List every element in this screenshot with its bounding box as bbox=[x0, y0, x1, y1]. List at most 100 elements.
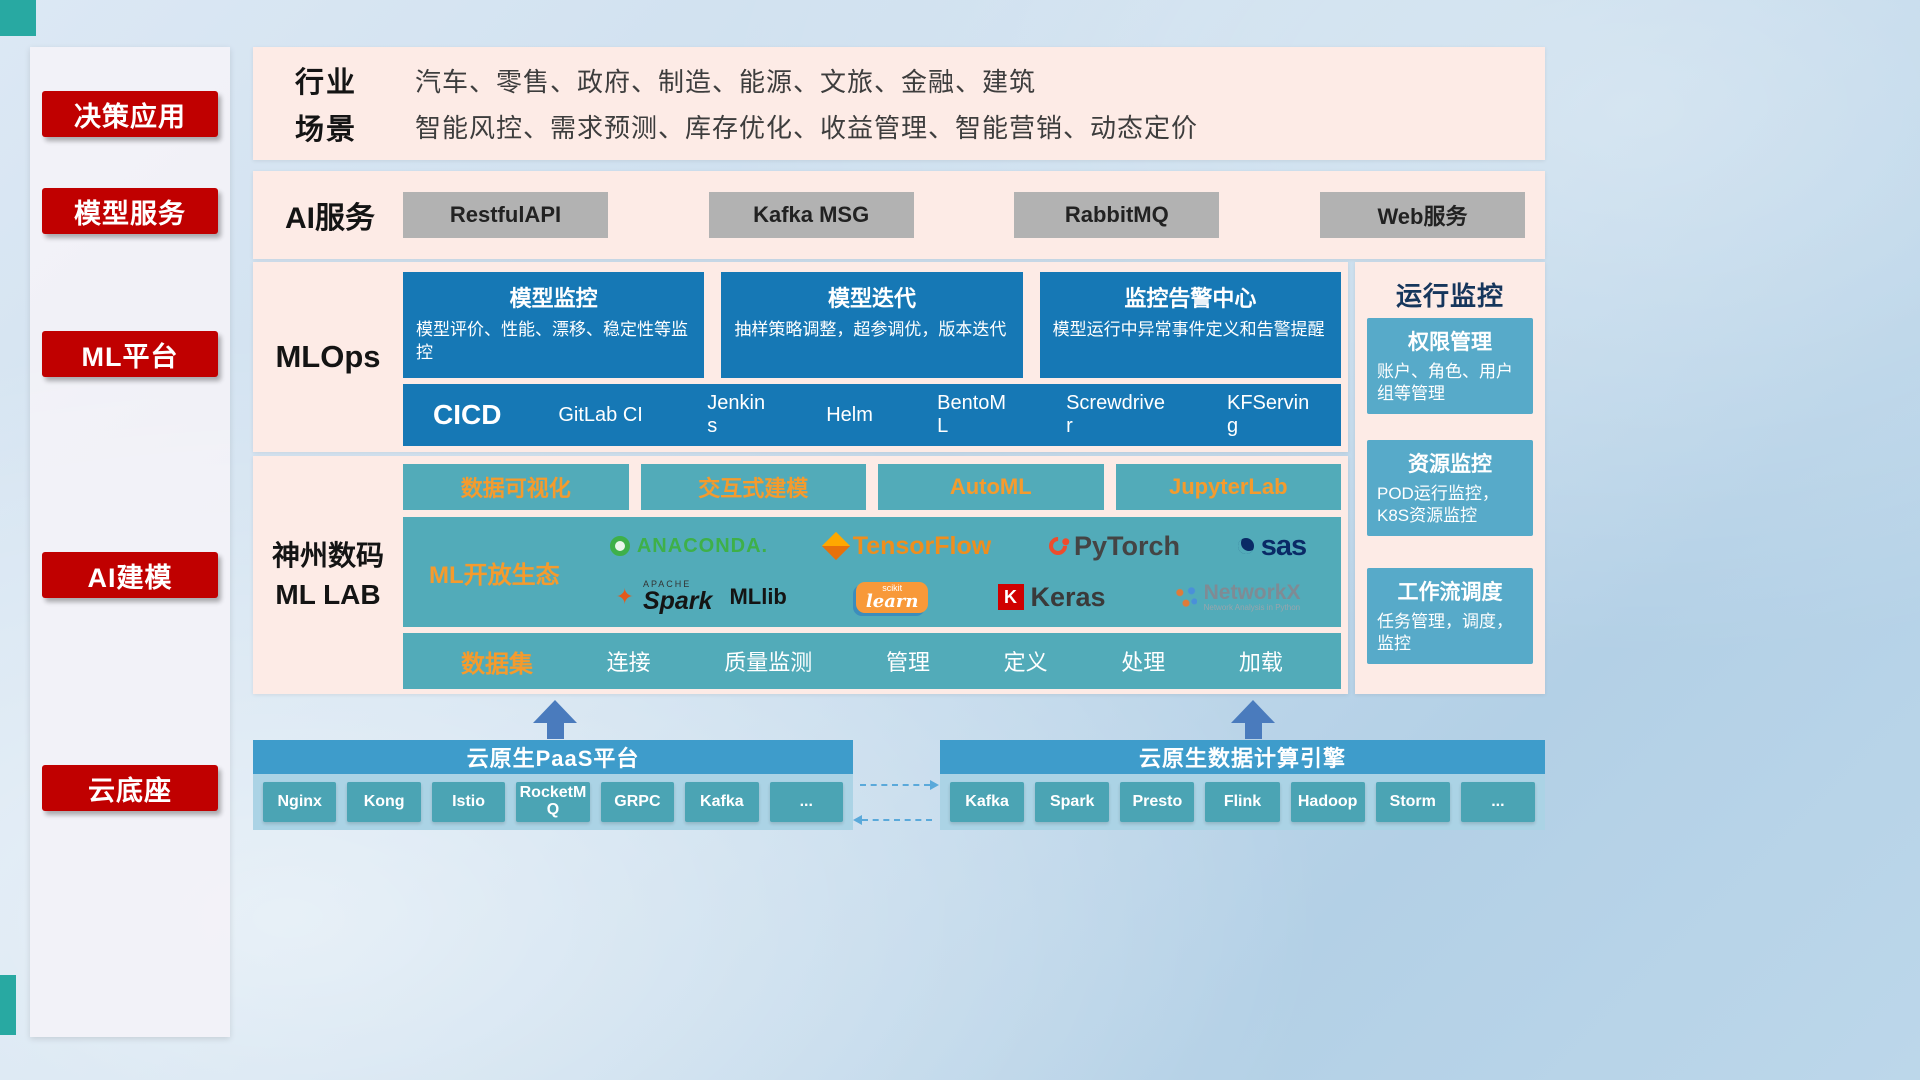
dataset-item-define: 定义 bbox=[1003, 650, 1048, 675]
industry-list: 汽车、零售、政府、制造、能源、文旅、金融、建筑 bbox=[415, 66, 1037, 97]
tool-automl: AutoML bbox=[878, 464, 1104, 510]
dataset-item-quality: 质量监测 bbox=[724, 650, 813, 675]
engine-chip-presto: Presto bbox=[1120, 782, 1195, 822]
card-desc: POD运行监控，K8S资源监控 bbox=[1377, 484, 1499, 526]
paas-chip-rocketmq: RocketMQ bbox=[516, 782, 590, 822]
scikit-learn-logo: scikit learn bbox=[855, 581, 929, 613]
rabbitmq-box: RabbitMQ bbox=[1014, 192, 1220, 238]
mlops-label: MLOps bbox=[275, 339, 381, 374]
ml-lab-panel: 神州数码 ML LAB 数据可视化 交互式建模 AutoML JupyterLa… bbox=[253, 456, 1348, 694]
left-category-sidebar: 决策应用 模型服务 ML平台 AI建模 云底座 bbox=[30, 47, 230, 1037]
industry-scenario-panel: 行业 汽车、零售、政府、制造、能源、文旅、金融、建筑 场景 智能风控、需求预测、… bbox=[253, 47, 1545, 160]
runtime-monitoring-title: 运行监控 bbox=[1395, 281, 1504, 311]
ai-service-buttons: RestfulAPI Kafka MSG RabbitMQ Web服务 bbox=[403, 192, 1525, 238]
card-desc: 模型评价、性能、漂移、稳定性等监控 bbox=[416, 320, 688, 362]
ml-open-ecosystem-box: ML开放生态 ANACONDA. TensorFlow PyTorch bbox=[403, 517, 1341, 627]
engine-chip-kafka: Kafka bbox=[950, 782, 1025, 822]
sidebar-item-ml-platform: ML平台 bbox=[42, 331, 218, 377]
cicd-item-gitlab-ci: GitLab CI bbox=[558, 403, 643, 426]
card-desc: 任务管理，调度，监控 bbox=[1377, 612, 1513, 654]
sidebar-item-ai-modeling: AI建模 bbox=[42, 552, 218, 598]
anaconda-logo: ANACONDA. bbox=[609, 535, 768, 558]
card-title: 权限管理 bbox=[1408, 331, 1492, 354]
cicd-item-helm: Helm bbox=[826, 403, 873, 426]
ml-lab-label: 神州数码 ML LAB bbox=[253, 456, 403, 694]
mlops-cards: 模型监控 模型评价、性能、漂移、稳定性等监控 模型迭代 抽样策略调整，超参调优，… bbox=[403, 272, 1341, 378]
data-engine-bar: 云原生数据计算引擎 bbox=[940, 740, 1545, 774]
sidebar-item-cloud-base: 云底座 bbox=[42, 765, 218, 811]
model-monitoring-card: 模型监控 模型评价、性能、漂移、稳定性等监控 bbox=[403, 272, 705, 378]
paas-chip-grpc: GRPC bbox=[600, 782, 675, 822]
card-title: 资源监控 bbox=[1408, 453, 1492, 476]
keras-icon: K bbox=[997, 584, 1024, 611]
engine-chip-flink: Flink bbox=[1205, 782, 1280, 822]
cicd-title: CICD bbox=[433, 399, 502, 430]
logos-row-2: ✦ APACHE Spark MLlib scikit learn bbox=[581, 580, 1335, 614]
card-title: 监控告警中心 bbox=[1124, 286, 1257, 311]
mlops-panel: MLOps 模型监控 模型评价、性能、漂移、稳定性等监控 模型迭代 抽样策略调整… bbox=[253, 262, 1348, 452]
paas-chip-more: ... bbox=[769, 782, 843, 822]
sidebar-item-decision-apps: 决策应用 bbox=[42, 91, 218, 137]
mllib-label: MLlib bbox=[729, 584, 787, 610]
paas-components-strip: Nginx Kong Istio RocketMQ GRPC Kafka ... bbox=[253, 774, 853, 830]
dashed-arrow-right bbox=[860, 780, 939, 790]
cicd-item-kfserving: KFServing bbox=[1226, 392, 1310, 437]
spark-star-icon: ✦ bbox=[615, 584, 634, 610]
engine-chip-storm: Storm bbox=[1375, 782, 1450, 822]
kafka-msg-box: Kafka MSG bbox=[708, 192, 914, 238]
sas-logo: sas bbox=[1237, 530, 1307, 563]
corner-accent-top-left bbox=[0, 0, 36, 36]
paas-chip-istio: Istio bbox=[431, 782, 506, 822]
networkx-logo: NetworkX Network Analysis in Python bbox=[1174, 581, 1301, 613]
pytorch-logo: PyTorch bbox=[1045, 531, 1180, 562]
up-arrow-paas bbox=[533, 700, 577, 739]
dataset-bar: 数据集 连接 质量监测 管理 定义 处理 加载 bbox=[403, 633, 1341, 689]
paas-chip-kafka: Kafka bbox=[685, 782, 759, 822]
ai-service-label: AI服务 bbox=[285, 202, 375, 235]
card-desc: 账户、角色、用户组等管理 bbox=[1377, 362, 1513, 404]
card-title: 模型监控 bbox=[509, 286, 598, 311]
alert-center-card: 监控告警中心 模型运行中异常事件定义和告警提醒 bbox=[1039, 272, 1341, 378]
cicd-item-screwdriver: Screwdriver bbox=[1066, 392, 1165, 437]
networkx-icon bbox=[1174, 586, 1197, 609]
up-arrow-data-engine bbox=[1231, 700, 1275, 739]
cicd-item-bentoml: BentoML bbox=[937, 392, 1007, 437]
resource-monitoring-card: 资源监控 POD运行监控，K8S资源监控 bbox=[1367, 440, 1533, 536]
spark-mllib-logo: ✦ APACHE Spark MLlib bbox=[616, 580, 787, 614]
dataset-item-manage: 管理 bbox=[885, 650, 930, 675]
spark-wordmark: APACHE Spark bbox=[642, 579, 713, 616]
engine-chip-spark: Spark bbox=[1035, 782, 1110, 822]
workflow-scheduling-card: 工作流调度 任务管理，调度，监控 bbox=[1367, 568, 1533, 664]
dataset-item-load: 加载 bbox=[1238, 650, 1283, 675]
runtime-monitoring-panel: 运行监控 权限管理 账户、角色、用户组等管理 资源监控 POD运行监控，K8S资… bbox=[1355, 262, 1545, 694]
paas-chip-nginx: Nginx bbox=[263, 782, 337, 822]
ml-lab-label-line1: 神州数码 bbox=[271, 539, 384, 571]
networkx-wordmark: NetworkX Network Analysis in Python bbox=[1203, 581, 1301, 613]
sidebar-item-model-service: 模型服务 bbox=[42, 188, 218, 234]
paas-chip-kong: Kong bbox=[347, 782, 421, 822]
corner-accent-bottom-left bbox=[0, 975, 16, 1035]
permission-management-card: 权限管理 账户、角色、用户组等管理 bbox=[1367, 318, 1533, 414]
card-title: 工作流调度 bbox=[1397, 581, 1503, 604]
keras-logo: K Keras bbox=[997, 582, 1106, 613]
dataset-item-process: 处理 bbox=[1121, 650, 1166, 675]
industry-row: 行业 汽车、零售、政府、制造、能源、文旅、金融、建筑 bbox=[253, 59, 1545, 101]
card-desc: 模型运行中异常事件定义和告警提醒 bbox=[1052, 320, 1325, 339]
ml-ecosystem-label: ML开放生态 bbox=[429, 561, 560, 589]
sas-icon bbox=[1237, 538, 1254, 555]
scenario-label: 场景 bbox=[295, 113, 358, 146]
anaconda-icon bbox=[609, 536, 630, 557]
engine-chip-hadoop: Hadoop bbox=[1290, 782, 1365, 822]
tool-jupyterlab: JupyterLab bbox=[1115, 464, 1341, 510]
cicd-bar: CICD GitLab CI Jenkins Helm BentoML Scre… bbox=[403, 384, 1341, 446]
engine-chip-more: ... bbox=[1460, 782, 1535, 822]
scenario-row: 场景 智能风控、需求预测、库存优化、收益管理、智能营销、动态定价 bbox=[253, 106, 1545, 148]
logos-row-1: ANACONDA. TensorFlow PyTorch sas bbox=[581, 530, 1335, 563]
paas-platform-bar: 云原生PaaS平台 bbox=[253, 740, 853, 774]
cicd-item-jenkins: Jenkins bbox=[707, 392, 766, 437]
model-iteration-card: 模型迭代 抽样策略调整，超参调优，版本迭代 bbox=[721, 272, 1023, 378]
industry-label: 行业 bbox=[295, 67, 358, 100]
tool-interactive-modeling: 交互式建模 bbox=[640, 464, 866, 510]
tool-data-visualization: 数据可视化 bbox=[403, 464, 629, 510]
dataset-title: 数据集 bbox=[461, 650, 533, 678]
